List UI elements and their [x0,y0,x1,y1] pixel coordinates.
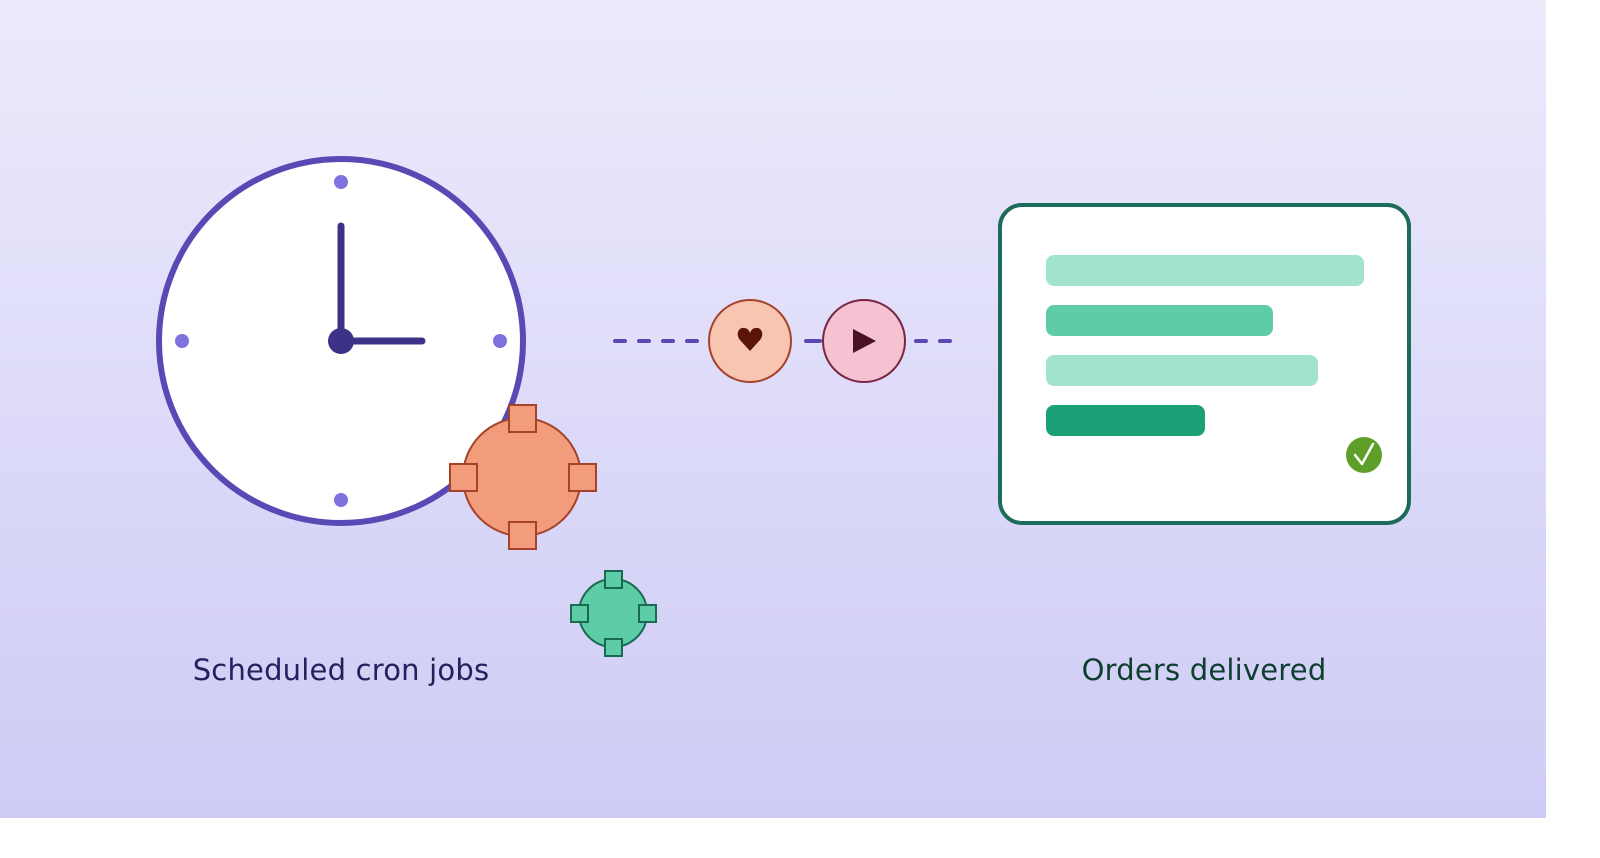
gear-large-tooth [449,463,478,492]
heart-icon [737,327,763,351]
gear-small-body [578,578,648,648]
document-line [1046,305,1273,336]
gear-large-tooth [568,463,597,492]
document-lines [1046,255,1364,436]
scheduled-cron-jobs-label: Scheduled cron jobs [192,653,490,687]
gear-large-tooth [508,404,537,433]
checkmark-icon [1353,442,1375,466]
gear-small-tooth [570,604,589,623]
checkmark-badge [1346,437,1382,473]
orders-delivered-label: Orders delivered [1081,653,1327,687]
checkmark-badge-circle [1346,437,1382,473]
play-icon [853,329,876,353]
gear-small-tooth [604,638,623,657]
gear-icon [449,404,597,550]
clock-tick-12 [334,175,348,189]
gear-icon [570,570,657,657]
play-node [822,299,906,383]
heart-node [708,299,792,383]
clock-icon [156,156,526,526]
document-line [1046,255,1364,286]
clock-center-pin [328,328,354,354]
gear-small-tooth [638,604,657,623]
clock-tick-3 [493,334,507,348]
clock-tick-9 [175,334,189,348]
gear-large-body [462,417,582,537]
gear-large-tooth [508,521,537,550]
document-line [1046,405,1205,436]
document-line [1046,355,1318,386]
document-icon [998,203,1411,525]
gear-small-tooth [604,570,623,589]
clock-tick-6 [334,493,348,507]
